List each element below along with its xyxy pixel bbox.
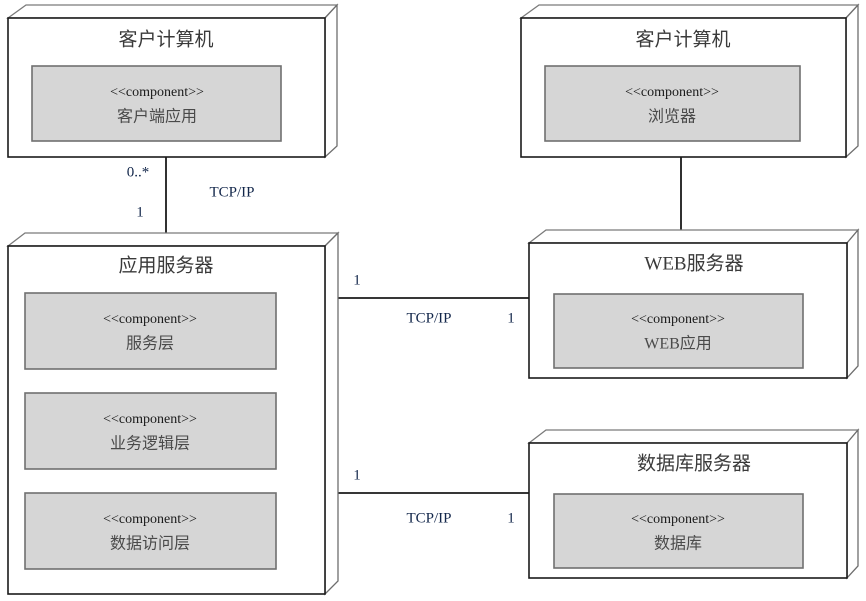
node-top-face (518, 4, 860, 19)
node-top-face (6, 232, 340, 247)
edge-label-source-multiplicity: 0..* (127, 164, 150, 180)
component-stereotype: <<component>> (103, 412, 197, 427)
component-stereotype: <<component>> (631, 312, 725, 327)
connection-client-app-to-appserver: 0..* 1 TCP/IP (127, 157, 255, 246)
node-title: 客户计算机 (635, 28, 730, 50)
component-business-logic-layer[interactable]: <<component>> 业务逻辑层 (24, 392, 277, 470)
component-data-access-layer[interactable]: <<component>> 数据访问层 (24, 492, 277, 570)
component-client-app[interactable]: <<component>> 客户端应用 (31, 65, 282, 142)
node-side-face (846, 228, 859, 380)
component-name: 浏览器 (648, 108, 696, 126)
component-name: 服务层 (126, 335, 174, 353)
node-title: WEB服务器 (644, 252, 743, 274)
component-name: 数据访问层 (110, 535, 190, 553)
component-browser[interactable]: <<component>> 浏览器 (544, 65, 801, 142)
edge-label-source-multiplicity: 1 (353, 467, 361, 483)
component-box (553, 293, 804, 369)
node-client-computer-app[interactable]: 客户计算机 <<component>> 客户端应用 (5, 3, 339, 159)
node-title: 应用服务器 (118, 254, 213, 276)
component-name: 数据库 (654, 535, 702, 553)
node-side-face (324, 231, 339, 596)
component-box (24, 492, 277, 570)
component-name: 业务逻辑层 (110, 435, 190, 453)
edge-label-target-multiplicity: 1 (507, 310, 515, 326)
component-service-layer[interactable]: <<component>> 服务层 (24, 292, 277, 370)
component-stereotype: <<component>> (103, 312, 197, 327)
edge-label-source-multiplicity: 1 (353, 272, 361, 288)
component-box (544, 65, 801, 142)
component-name: WEB应用 (644, 334, 712, 353)
connection-appserver-to-webserver: 1 TCP/IP 1 (338, 272, 529, 326)
component-box (24, 292, 277, 370)
node-side-face (846, 428, 859, 580)
component-stereotype: <<component>> (625, 85, 719, 100)
edge-label-protocol: TCP/IP (406, 510, 451, 526)
component-stereotype: <<component>> (631, 512, 725, 527)
component-web-application[interactable]: <<component>> WEB应用 (553, 293, 804, 369)
node-title: 客户计算机 (118, 28, 213, 50)
component-name: 客户端应用 (117, 107, 197, 126)
edge-label-target-multiplicity: 1 (136, 204, 144, 220)
node-side-face (324, 3, 338, 159)
node-top-face (527, 229, 860, 244)
node-top-face (5, 4, 339, 19)
component-box (31, 65, 282, 142)
edge-label-protocol: TCP/IP (406, 310, 451, 326)
component-stereotype: <<component>> (103, 512, 197, 527)
node-web-server[interactable]: WEB服务器 <<component>> WEB应用 (527, 228, 860, 380)
node-side-face (845, 3, 859, 159)
node-client-computer-browser[interactable]: 客户计算机 <<component>> 浏览器 (518, 3, 860, 159)
connection-appserver-to-dbserver: 1 TCP/IP 1 (338, 467, 529, 526)
edge-label-target-multiplicity: 1 (507, 510, 515, 526)
node-application-server[interactable]: 应用服务器 <<component>> 服务层 <<component>> 业务… (6, 231, 340, 596)
component-box (24, 392, 277, 470)
component-stereotype: <<component>> (110, 85, 204, 100)
node-top-face (527, 429, 860, 444)
node-title: 数据库服务器 (637, 452, 751, 474)
edge-label-protocol: TCP/IP (209, 184, 254, 200)
component-box (553, 493, 804, 569)
component-database[interactable]: <<component>> 数据库 (553, 493, 804, 569)
node-database-server[interactable]: 数据库服务器 <<component>> 数据库 (527, 428, 860, 580)
